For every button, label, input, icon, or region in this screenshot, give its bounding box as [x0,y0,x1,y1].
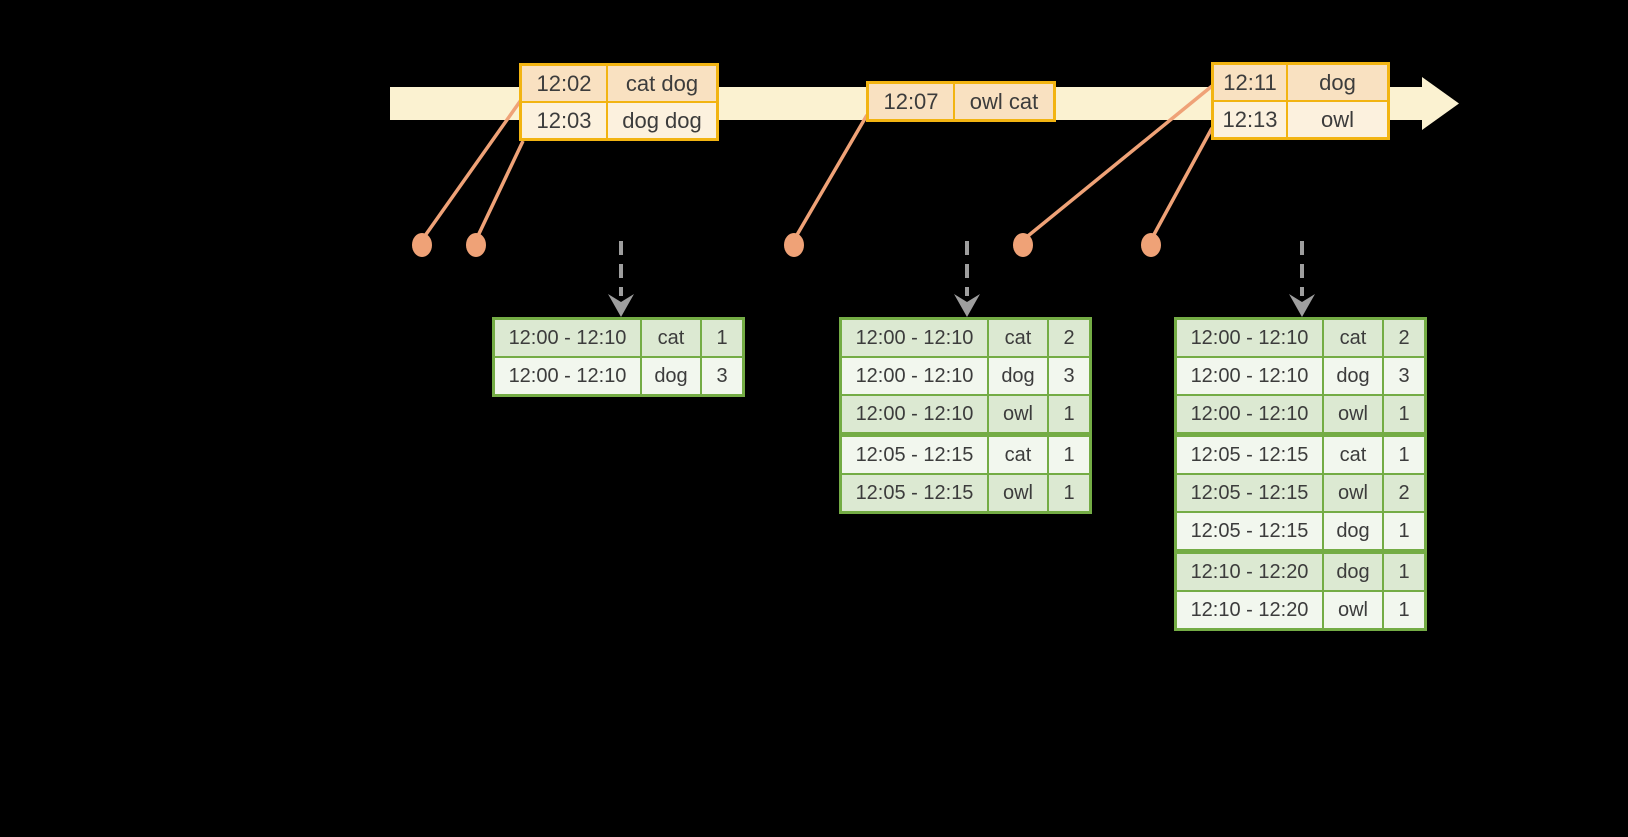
event-dot-3 [784,233,804,257]
word-cell: owl [1322,396,1382,432]
event-words-cell: owl [1286,102,1387,137]
window-cell: 12:00 - 12:10 [1177,396,1322,432]
window-cell: 12:00 - 12:10 [842,320,987,356]
event-connector-line-3 [792,114,869,241]
count-cell: 1 [1047,475,1089,511]
count-cell: 1 [1382,554,1424,590]
result-row: 12:00 - 12:10 cat 2 [842,320,1089,356]
event-dot-2 [466,233,486,257]
result-row: 12:10 - 12:20 dog 1 [1177,549,1424,590]
count-cell: 2 [1382,475,1424,511]
word-cell: cat [987,320,1047,356]
event-row: 12:02 cat dog [522,66,716,101]
window-cell: 12:05 - 12:15 [1177,513,1322,549]
count-cell: 3 [700,358,742,394]
event-row: 12:11 dog [1214,65,1387,100]
window-cell: 12:00 - 12:10 [1177,320,1322,356]
result-row: 12:05 - 12:15 cat 1 [842,432,1089,473]
result-table-1: 12:00 - 12:10 cat 1 12:00 - 12:10 dog 3 [492,317,745,397]
result-row: 12:05 - 12:15 dog 1 [1177,511,1424,549]
word-cell: cat [1322,437,1382,473]
event-dot-1 [412,233,432,257]
result-row: 12:00 - 12:10 owl 1 [1177,394,1424,432]
event-time-cell: 12:03 [522,103,606,138]
word-cell: cat [1322,320,1382,356]
word-cell: dog [1322,358,1382,394]
word-cell: cat [640,320,700,356]
event-time-cell: 12:13 [1214,102,1286,137]
event-time-cell: 12:11 [1214,65,1286,100]
window-cell: 12:00 - 12:10 [495,320,640,356]
window-cell: 12:05 - 12:15 [1177,437,1322,473]
window-cell: 12:05 - 12:15 [842,437,987,473]
event-connector-line-5 [1149,127,1214,241]
word-cell: dog [640,358,700,394]
event-table-3: 12:11 dog 12:13 owl [1211,62,1390,140]
count-cell: 1 [1047,437,1089,473]
event-row: 12:13 owl [1214,100,1387,137]
event-time-cell: 12:07 [869,84,953,119]
word-cell: cat [987,437,1047,473]
word-cell: owl [987,475,1047,511]
result-row: 12:05 - 12:15 owl 1 [842,473,1089,511]
trigger-arrow-3 [1289,241,1315,317]
count-cell: 1 [1047,396,1089,432]
window-cell: 12:00 - 12:10 [842,358,987,394]
count-cell: 1 [1382,437,1424,473]
word-cell: dog [1322,554,1382,590]
event-dot-4 [1013,233,1033,257]
count-cell: 3 [1047,358,1089,394]
count-cell: 3 [1382,358,1424,394]
event-time-cell: 12:02 [522,66,606,101]
word-cell: dog [987,358,1047,394]
window-cell: 12:05 - 12:15 [1177,475,1322,511]
count-cell: 1 [700,320,742,356]
window-cell: 12:00 - 12:10 [842,396,987,432]
event-dot-5 [1141,233,1161,257]
event-table-1: 12:02 cat dog 12:03 dog dog [519,63,719,141]
window-cell: 12:10 - 12:20 [1177,554,1322,590]
event-words-cell: dog [1286,65,1387,100]
count-cell: 1 [1382,396,1424,432]
count-cell: 2 [1047,320,1089,356]
event-words-cell: owl cat [953,84,1053,119]
word-cell: owl [1322,592,1382,628]
result-row: 12:10 - 12:20 owl 1 [1177,590,1424,628]
event-words-cell: cat dog [606,66,716,101]
window-cell: 12:00 - 12:10 [1177,358,1322,394]
result-row: 12:00 - 12:10 dog 3 [1177,356,1424,394]
event-words-cell: dog dog [606,103,716,138]
window-cell: 12:10 - 12:20 [1177,592,1322,628]
event-connector-line-1 [420,98,523,242]
window-cell: 12:05 - 12:15 [842,475,987,511]
result-row: 12:00 - 12:10 dog 3 [495,356,742,394]
count-cell: 1 [1382,513,1424,549]
result-table-3: 12:00 - 12:10 cat 2 12:00 - 12:10 dog 3 … [1174,317,1427,631]
count-cell: 2 [1382,320,1424,356]
event-row: 12:07 owl cat [869,84,1053,119]
event-table-2: 12:07 owl cat [866,81,1056,122]
result-row: 12:00 - 12:10 cat 2 [1177,320,1424,356]
result-row: 12:00 - 12:10 dog 3 [842,356,1089,394]
result-table-2: 12:00 - 12:10 cat 2 12:00 - 12:10 dog 3 … [839,317,1092,514]
result-row: 12:00 - 12:10 owl 1 [842,394,1089,432]
word-cell: owl [987,396,1047,432]
result-row: 12:05 - 12:15 owl 2 [1177,473,1424,511]
word-cell: owl [1322,475,1382,511]
event-row: 12:03 dog dog [522,101,716,138]
result-row: 12:00 - 12:10 cat 1 [495,320,742,356]
window-cell: 12:00 - 12:10 [495,358,640,394]
event-connector-line-4 [1021,84,1214,242]
trigger-arrow-1 [608,241,634,317]
count-cell: 1 [1382,592,1424,628]
trigger-arrow-2 [954,241,980,317]
event-connector-line-2 [474,140,525,241]
result-row: 12:05 - 12:15 cat 1 [1177,432,1424,473]
word-cell: dog [1322,513,1382,549]
